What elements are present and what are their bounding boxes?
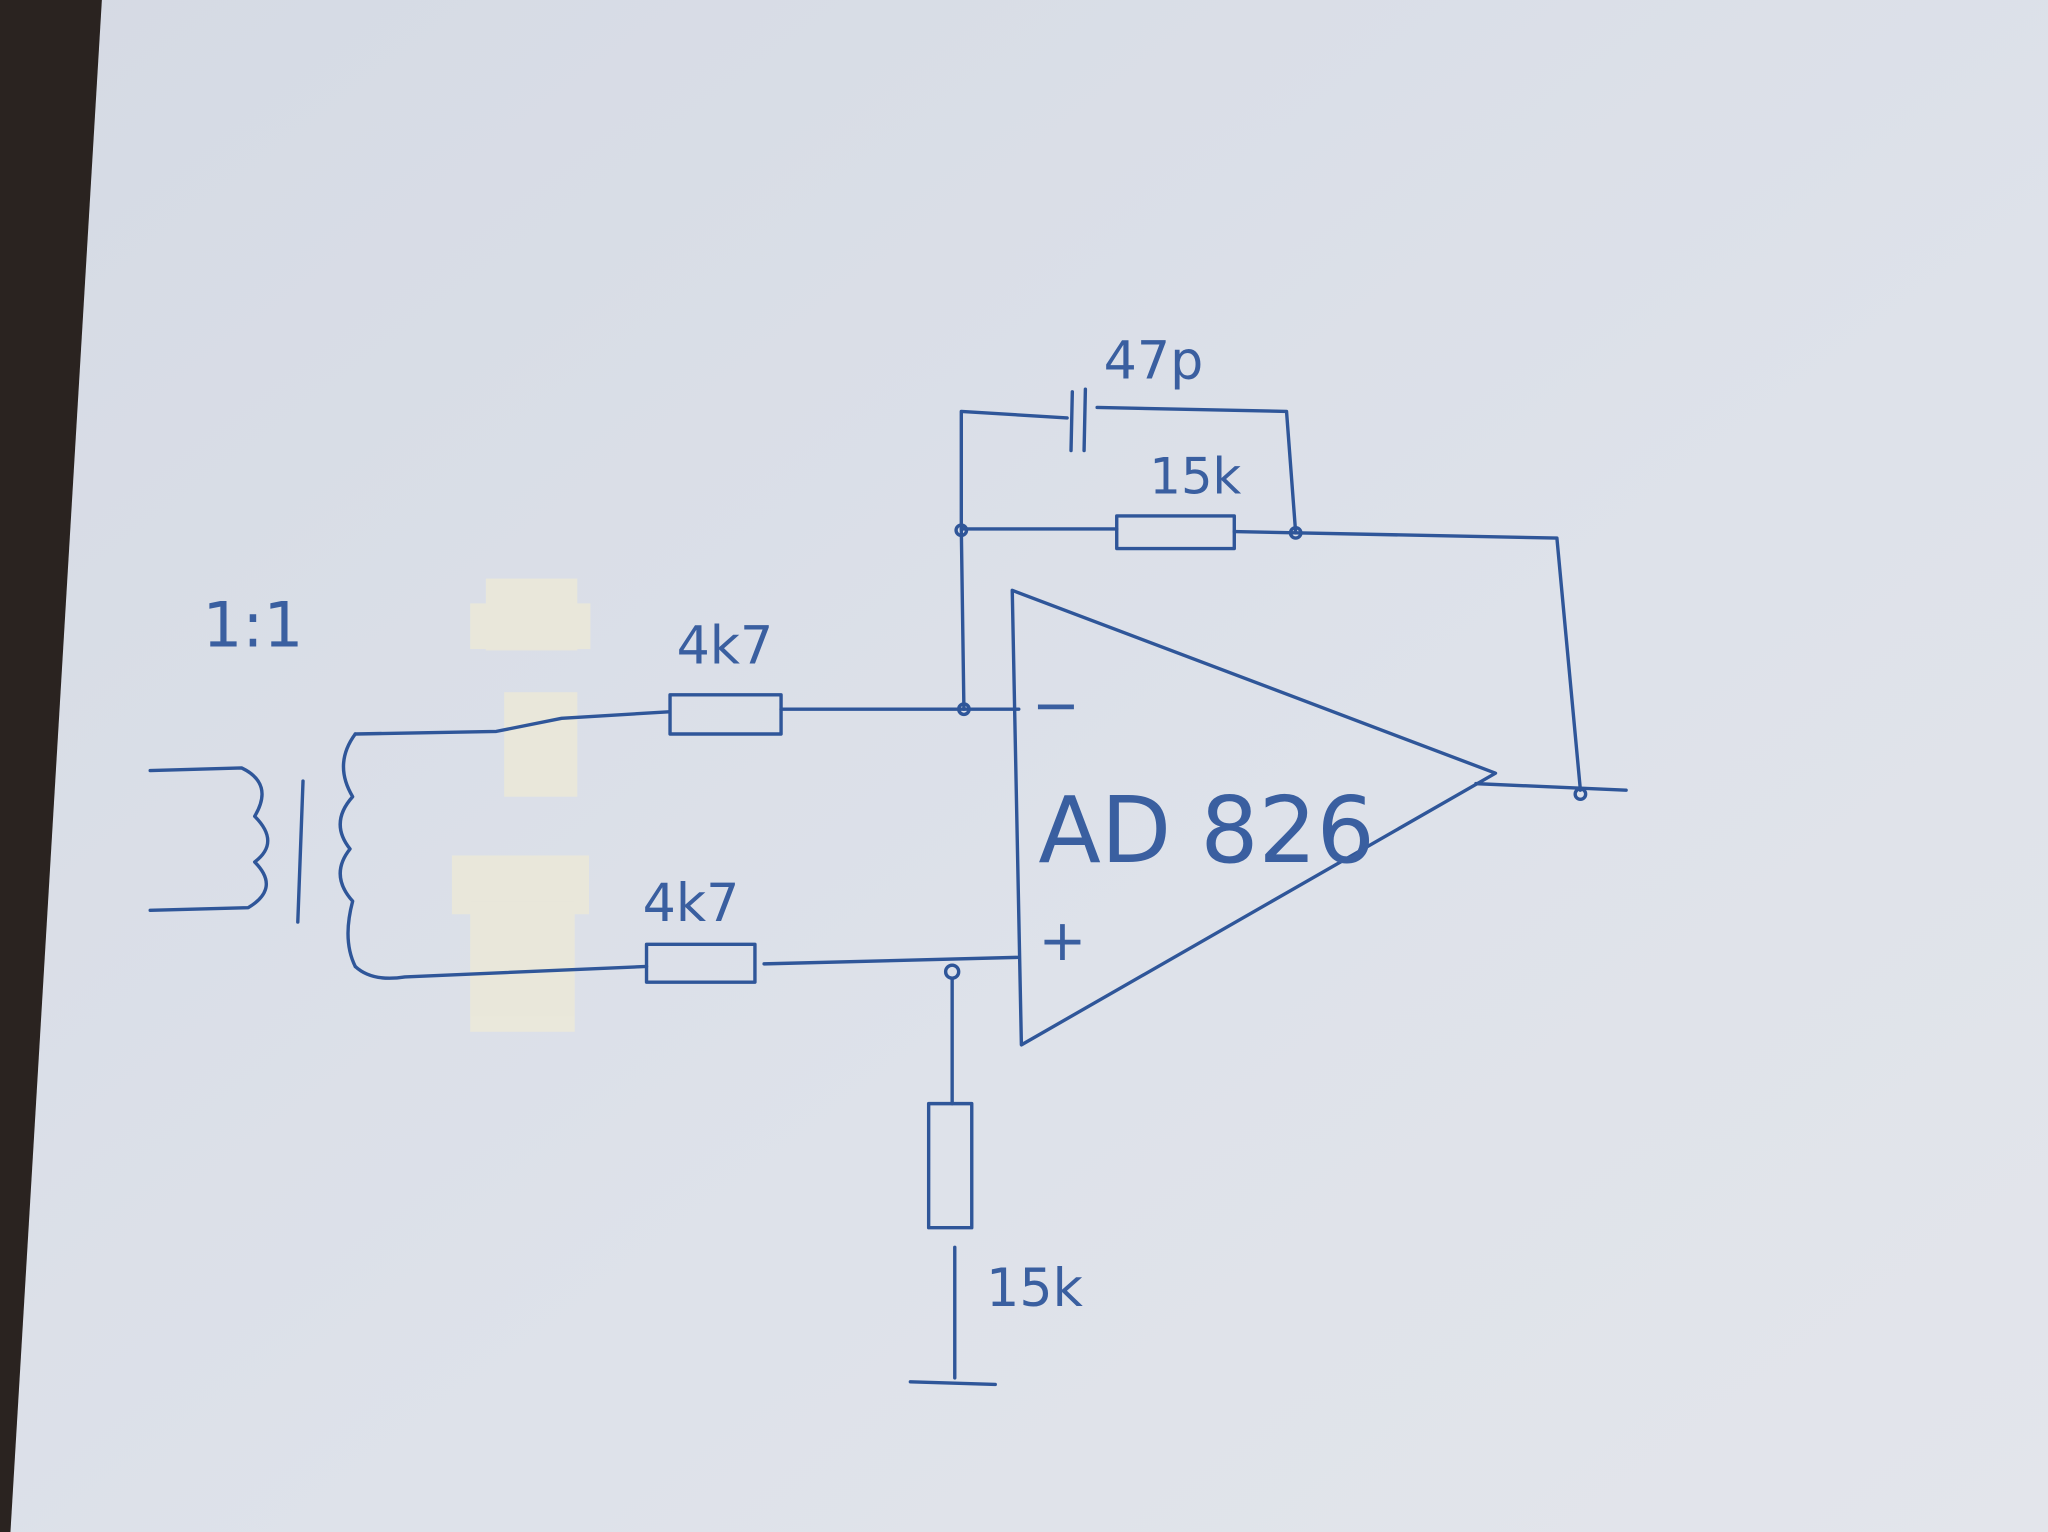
resistor-ground-label: 15k bbox=[986, 1259, 1083, 1319]
resistor-input-bottom-label: 4k7 bbox=[643, 874, 740, 934]
ground-symbol bbox=[908, 1380, 997, 1387]
node-output bbox=[1573, 787, 1588, 802]
node-feedback-left bbox=[954, 523, 969, 538]
ratio-label: 1:1 bbox=[202, 588, 303, 661]
opamp-triangle bbox=[1010, 588, 1498, 1047]
resistor-input-top-label: 4k7 bbox=[677, 616, 774, 676]
paper-sheet bbox=[10, 0, 2048, 1532]
resistor-ground bbox=[926, 1101, 974, 1230]
capacitor-feedback bbox=[1069, 387, 1088, 453]
capacitor-feedback-label: 47p bbox=[1104, 332, 1204, 392]
noninverting-input-sign: + bbox=[1038, 907, 1086, 974]
transformer bbox=[148, 732, 357, 969]
resistor-input-top bbox=[668, 693, 783, 736]
inverting-input-sign: − bbox=[1032, 672, 1080, 739]
tape-patches bbox=[451, 578, 591, 1032]
resistor-input-bottom bbox=[644, 942, 757, 984]
resistor-feedback-label: 15k bbox=[1149, 448, 1241, 506]
node-feedback-right bbox=[1288, 525, 1303, 540]
opamp-label: AD 826 bbox=[1038, 777, 1374, 884]
